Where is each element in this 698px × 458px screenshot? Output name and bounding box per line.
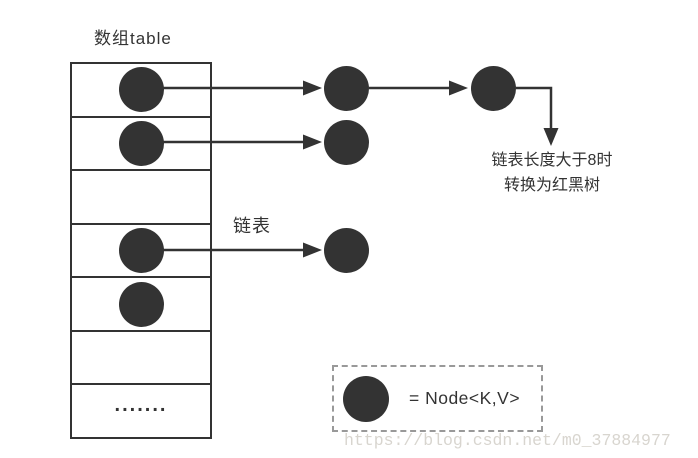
array-bucket-3-empty	[72, 171, 210, 225]
treeify-note-line1: 链表长度大于8时	[491, 152, 613, 169]
watermark-url: https://blog.csdn.net/m0_37884977	[344, 431, 671, 450]
node-icon	[343, 375, 389, 422]
array-bucket-4	[72, 225, 210, 279]
node-icon	[118, 228, 164, 274]
array-bucket-7-ellipsis: .......	[72, 385, 210, 437]
arrow-elbow-to-treeify-note	[516, 86, 559, 146]
ellipsis-dots: .......	[114, 393, 168, 416]
diagram-title: 数组table	[94, 29, 172, 48]
arrow-node-to-node	[369, 80, 468, 96]
treeify-note-line2: 转换为红黑树	[503, 177, 600, 194]
legend-box: = Node<K,V>	[332, 365, 543, 432]
chain-node-row2	[323, 119, 369, 165]
node-icon	[118, 281, 164, 327]
chain-node-row1-b	[470, 65, 516, 111]
treeify-note: 链表长度大于8时 转换为红黑树	[468, 148, 636, 198]
array-bucket-5	[72, 278, 210, 332]
chain-node-row4	[323, 227, 369, 273]
array-table: .......	[70, 62, 212, 439]
legend-text: = Node<K,V>	[409, 388, 521, 408]
node-icon	[118, 67, 164, 113]
node-icon	[118, 120, 164, 166]
array-bucket-6-empty	[72, 332, 210, 386]
array-bucket-1	[72, 64, 210, 118]
chain-node-row1-a	[323, 65, 369, 111]
array-bucket-2	[72, 118, 210, 172]
linked-list-label: 链表	[233, 216, 271, 236]
